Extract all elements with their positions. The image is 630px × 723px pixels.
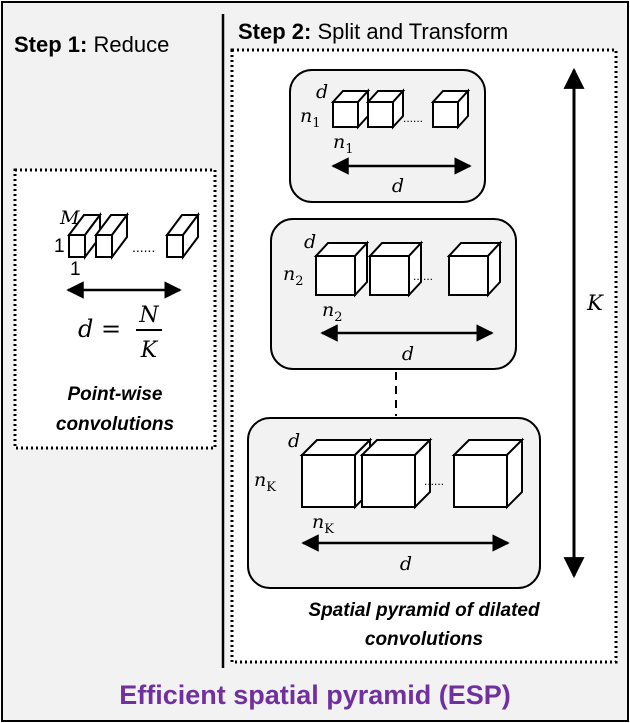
- branch-2-kernel-1: [313, 240, 370, 298]
- step1-eq-lhs: d =: [78, 315, 121, 343]
- branch-k-dim-d: d: [288, 430, 300, 452]
- pointwise-filters: [67, 212, 200, 260]
- branch-2-n-bottom: n2: [322, 299, 343, 325]
- branch-k-width-label: d: [400, 553, 412, 575]
- branch-k: ...... d nK nK d: [247, 417, 541, 589]
- branch-1-width-label: d: [392, 175, 404, 197]
- branch-k-dots: ......: [424, 474, 444, 488]
- branch-k-kernel-2: [359, 437, 433, 510]
- branch-1-kernel-1: [330, 88, 371, 130]
- step1-heading: Step 1: Reduce: [14, 32, 169, 57]
- step1-eq-numerator: N: [138, 303, 159, 328]
- step2-heading: Step 2: Split and Transform: [238, 19, 508, 44]
- branch-k-kernel-3: [451, 437, 525, 510]
- branch-1: ...... d n1 n1 d: [289, 69, 486, 203]
- branch-2-dim-d: d: [304, 231, 316, 253]
- branch-2-kernel-3: [446, 240, 503, 298]
- branch-2: ...... d n2 n2 d: [270, 218, 517, 370]
- branch-2-kernel-2: [367, 240, 424, 298]
- step1-dots: ......: [132, 239, 155, 255]
- k-label: K: [586, 291, 604, 315]
- branch-1-n-bottom: n1: [333, 131, 354, 157]
- branch-1-kernel-2: [365, 88, 406, 130]
- step1-dim-one-bottom: 1: [70, 259, 81, 280]
- branch-2-n-side: n2: [283, 263, 304, 289]
- footer-title: Efficient spatial pyramid (ESP): [119, 680, 511, 710]
- branch-k-n-bottom: nK: [312, 511, 334, 537]
- branch-2-width-label: d: [402, 343, 414, 365]
- branch-1-kernel-3: [430, 88, 471, 130]
- step1-dim-one-side: 1: [54, 236, 65, 257]
- step1-dim-m: M: [59, 207, 80, 229]
- branch-1-n-side: n1: [300, 105, 321, 131]
- step2-caption-line2: convolutions: [365, 629, 483, 650]
- step1-eq-denominator: K: [140, 338, 159, 363]
- step1-caption-line2: convolutions: [56, 414, 174, 435]
- pointwise-filter-3: [165, 212, 200, 260]
- step2-caption-line1: Spatial pyramid of dilated: [308, 600, 540, 621]
- pointwise-filter-2: [94, 212, 129, 260]
- step1-caption-line1: Point-wise: [67, 384, 162, 405]
- branch-k-n-side: nK: [254, 469, 276, 495]
- branch-2-dots: ......: [413, 269, 433, 283]
- step1-box: [13, 168, 217, 450]
- branch-k-kernel-1: [299, 437, 373, 510]
- branch-1-dim-d: d: [316, 81, 328, 103]
- branch-1-dots: ......: [403, 111, 423, 125]
